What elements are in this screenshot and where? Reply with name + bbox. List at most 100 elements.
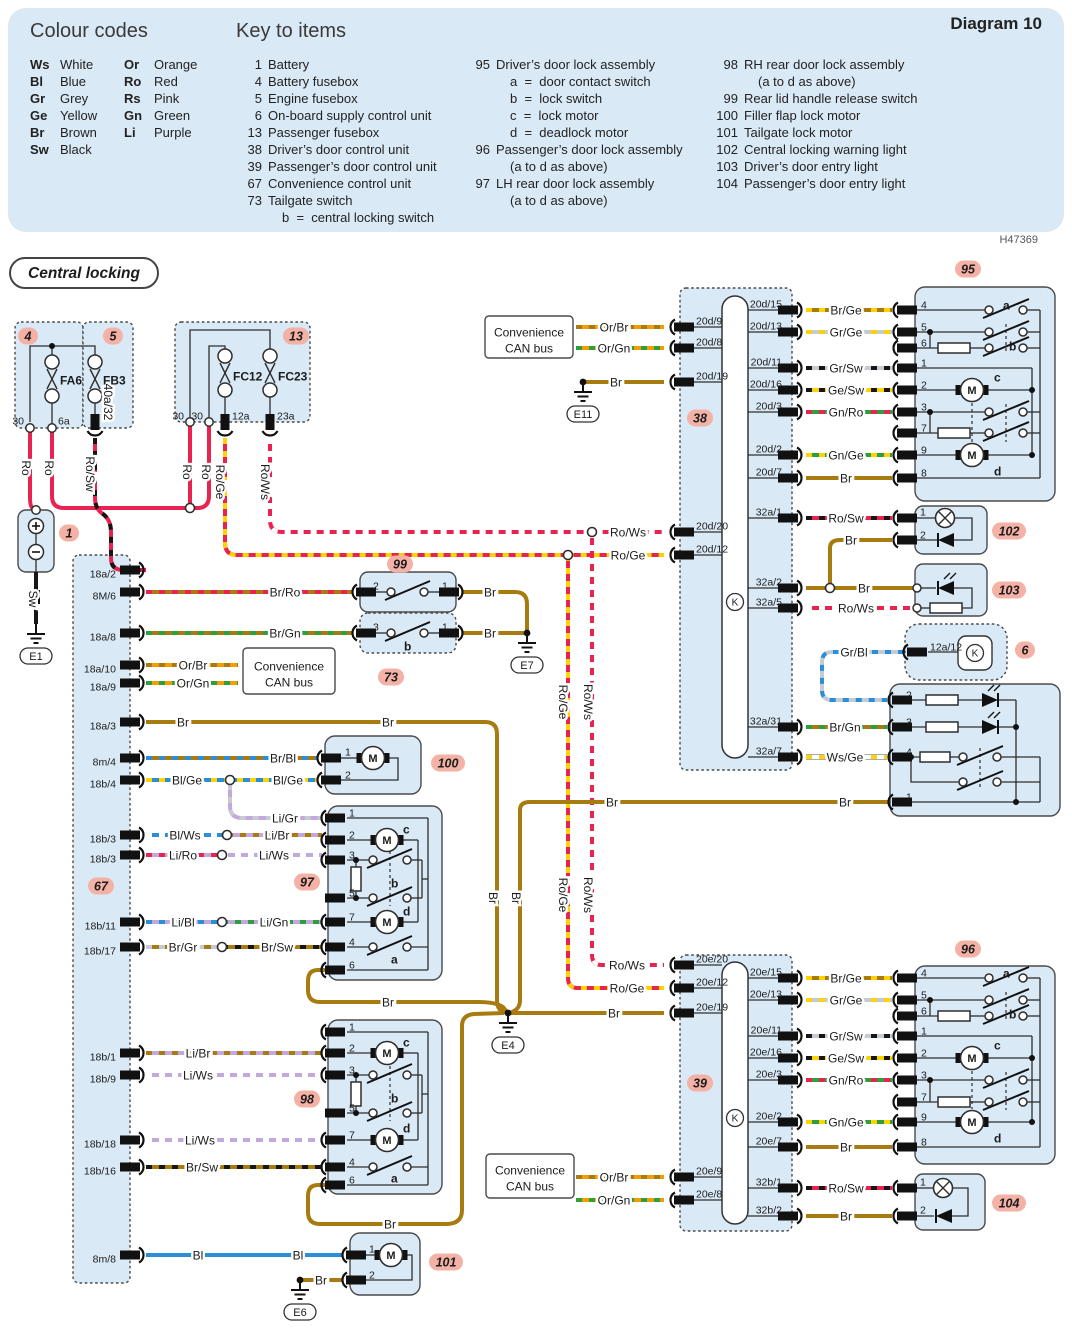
diagram-text: 1 xyxy=(921,1026,927,1038)
switch-contact xyxy=(402,855,412,865)
diagram-text: b xyxy=(404,640,411,654)
connector-pin xyxy=(778,599,803,617)
switch-contact xyxy=(984,1097,994,1107)
diagram-title: Central locking xyxy=(9,257,159,289)
diagram-text: 18b/9 xyxy=(90,1074,116,1086)
switch-blade xyxy=(982,966,1030,987)
connector-pin xyxy=(669,1004,694,1022)
connector-pin xyxy=(669,373,694,391)
junction-connector xyxy=(216,941,228,953)
diagram-text: 20d/7 xyxy=(756,467,782,479)
component-badge-38: 38 xyxy=(687,409,713,427)
connector-pin xyxy=(778,359,803,377)
motor-symbol: M xyxy=(955,1109,989,1135)
connector-pin xyxy=(892,1113,917,1131)
wire-label: Br xyxy=(839,796,851,810)
motor-symbol: M xyxy=(370,1040,404,1066)
switch-blade xyxy=(956,770,1004,791)
motor-symbol: M xyxy=(374,1242,408,1268)
svg-text:67: 67 xyxy=(94,880,109,894)
component-badge-101: 101 xyxy=(429,1253,463,1271)
diagram-text: 18b/18 xyxy=(84,1139,116,1151)
wire-Ro xyxy=(50,432,186,510)
connector-pin xyxy=(892,381,917,399)
component-box xyxy=(914,965,1056,1165)
diagram-text: a xyxy=(391,1172,398,1186)
diagram-text: 20d/15 xyxy=(750,299,782,311)
diagram-text: 5 xyxy=(921,990,927,1002)
fuse-symbol xyxy=(44,354,60,404)
switch-blade xyxy=(366,1063,413,1084)
wire-label: Ro xyxy=(42,460,56,476)
diagram-text: 3 xyxy=(373,622,379,634)
component-badge-104: 104 xyxy=(992,1194,1026,1212)
junction-dot xyxy=(1029,387,1035,393)
diagram-text: CAN bus xyxy=(265,676,313,690)
connector-pin xyxy=(341,1271,366,1289)
connector-pin xyxy=(902,643,927,661)
diagram-text: b xyxy=(1009,340,1016,354)
resistor xyxy=(937,342,971,354)
wire-Ro/Ge xyxy=(223,438,664,557)
connector-pin xyxy=(120,749,145,767)
switch-blade xyxy=(982,1004,1030,1025)
junction-dot xyxy=(908,754,914,760)
svg-text:K: K xyxy=(732,1114,739,1125)
connector-pin xyxy=(320,913,345,931)
diagram-text: 32a/5 xyxy=(756,597,782,609)
switch-blade xyxy=(982,336,1030,357)
wire-label: Or/Gn xyxy=(598,342,631,356)
ground-E11: E11 xyxy=(566,378,600,423)
diagram-text: 4 xyxy=(349,1157,355,1169)
resistor xyxy=(925,694,959,706)
wire-label: Br xyxy=(840,1210,852,1224)
svg-text:M: M xyxy=(967,1053,976,1065)
key-item: (a to d as above) xyxy=(510,159,608,174)
wire-label: Ro/Sw xyxy=(828,512,864,526)
connector-pin xyxy=(892,403,917,421)
diagram-text: 1 xyxy=(369,1244,375,1256)
diagram-text: 3 xyxy=(349,850,355,862)
wire-label: Ro xyxy=(199,464,213,480)
diagram-text: d xyxy=(994,1132,1001,1146)
switch-contact xyxy=(1018,327,1028,337)
diagram-text: 20e/11 xyxy=(751,1025,782,1037)
diagram-text: 6 xyxy=(349,960,355,972)
switch-blade xyxy=(366,848,413,869)
connector-pin xyxy=(669,318,694,336)
switch-blade xyxy=(384,621,431,642)
diagram-text: 1 xyxy=(349,808,355,820)
diagram-text: c xyxy=(403,823,410,837)
component-badge-13: 13 xyxy=(283,327,309,345)
wire-label: Bl/Ge xyxy=(172,774,202,788)
switch-contact xyxy=(992,752,1002,762)
diagram-text: 20d/16 xyxy=(750,379,782,391)
switch-contact xyxy=(368,893,378,903)
wire-label: Br xyxy=(384,1218,396,1232)
wire-label: Ro/Ws xyxy=(581,877,595,913)
junction-dot xyxy=(353,1072,359,1078)
junction-dot xyxy=(353,1110,359,1116)
wire-label: Bl/Ge xyxy=(273,774,303,788)
connector-pin xyxy=(778,991,803,1009)
wire-label: Gr/Ge xyxy=(830,994,863,1008)
connector-pin xyxy=(120,713,145,731)
switch-blade xyxy=(982,988,1030,1009)
switch-contact xyxy=(984,973,994,983)
connector-pin xyxy=(341,1246,366,1264)
connector-pin xyxy=(669,523,694,541)
diagram-text: 7 xyxy=(349,912,355,924)
schematic-line xyxy=(954,517,973,541)
diagram-text: 20e/9 xyxy=(696,1166,722,1178)
schematic-line xyxy=(954,587,973,609)
connector-pin xyxy=(887,748,912,766)
junction-connector xyxy=(824,582,836,594)
svg-text:K: K xyxy=(972,649,979,660)
key-item: (a to d as above) xyxy=(758,74,856,89)
wire-label: Gn/Ge xyxy=(828,1116,864,1130)
layer-wires xyxy=(28,308,913,1282)
